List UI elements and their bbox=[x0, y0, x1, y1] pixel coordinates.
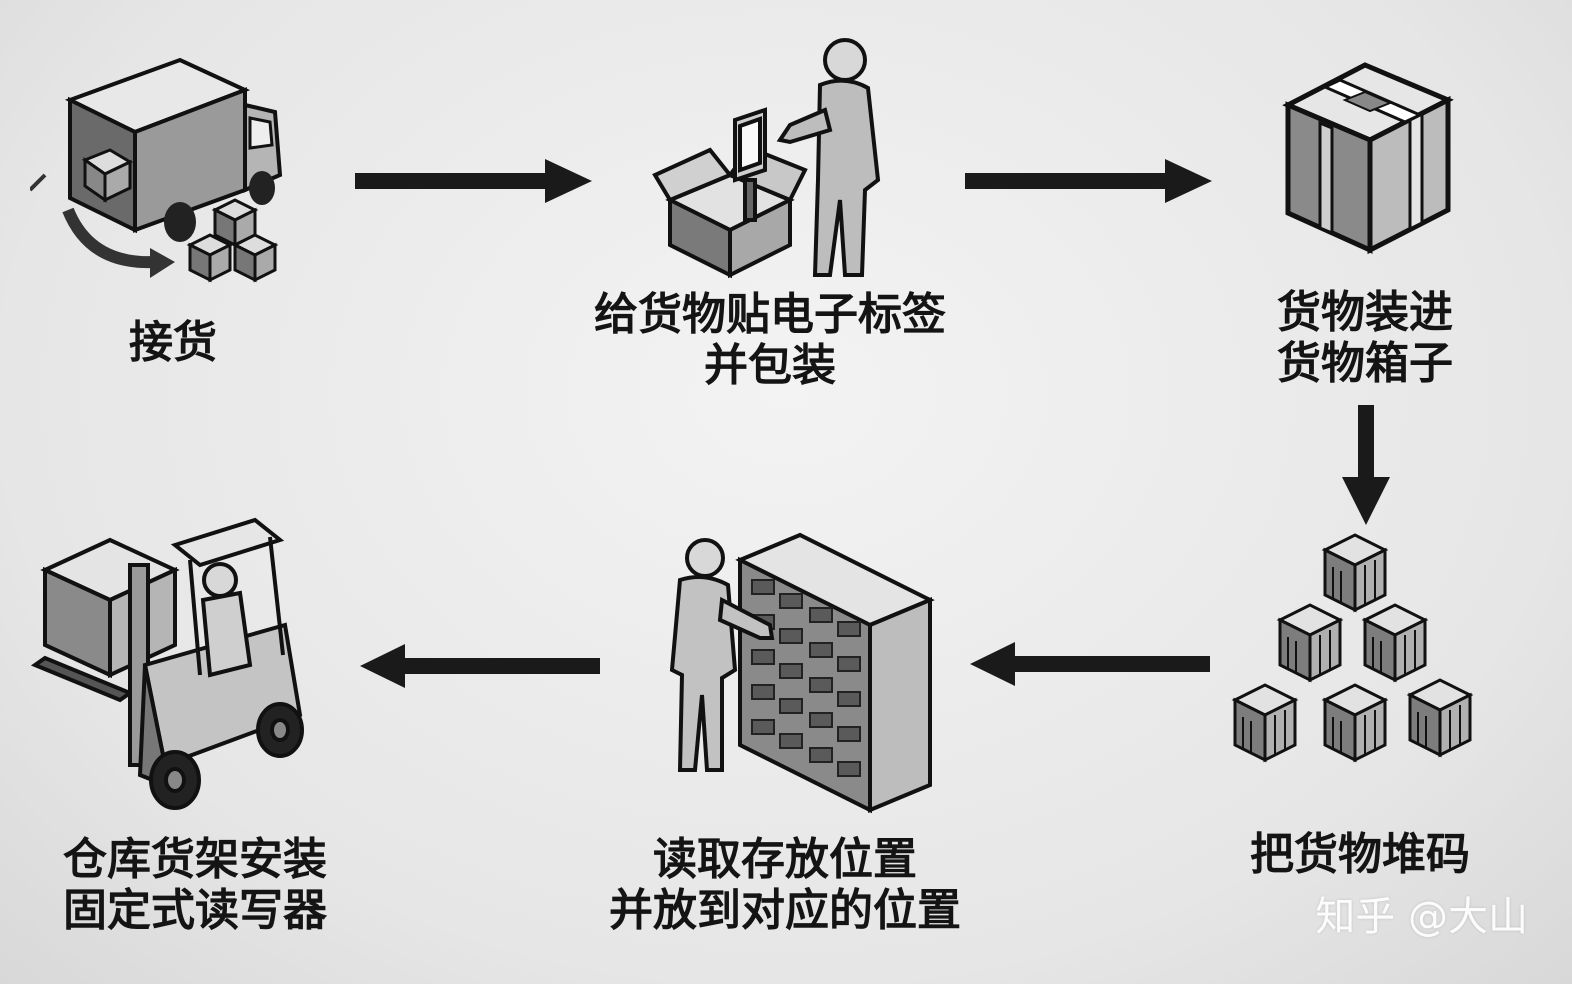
arrow-right-1 bbox=[355, 159, 592, 203]
step-install bbox=[25, 515, 315, 815]
step-tag-label: 给货物贴电子标签 并包装 bbox=[594, 289, 946, 391]
step-read bbox=[660, 530, 940, 820]
step-box-label: 货物装进 货物箱子 bbox=[1277, 287, 1453, 389]
forklift-icon bbox=[30, 517, 304, 810]
step-read-label: 读取存放位置 并放到对应的位置 bbox=[609, 834, 961, 936]
arrow-down bbox=[1342, 405, 1390, 525]
stacked-boxes-icon bbox=[1233, 533, 1472, 762]
step-stack-label: 把货物堆码 bbox=[1250, 829, 1470, 880]
arrow-left-2 bbox=[360, 644, 600, 688]
step-tag bbox=[640, 30, 900, 290]
step-box bbox=[1270, 45, 1470, 265]
step-install-label: 仓库货架安装 固定式读写器 bbox=[63, 834, 327, 936]
person-at-shelf-icon bbox=[669, 532, 935, 814]
arrow-right-2 bbox=[965, 159, 1212, 203]
watermark: 知乎 @大山 bbox=[1315, 894, 1528, 940]
arrow-left-1 bbox=[970, 642, 1210, 686]
step-receive bbox=[30, 40, 290, 300]
delivery-truck-icon bbox=[30, 57, 283, 283]
step-receive-label: 接货 bbox=[129, 317, 217, 368]
person-tagging-box-icon bbox=[652, 38, 881, 279]
cargo-box-icon bbox=[1282, 62, 1454, 255]
step-stack bbox=[1225, 530, 1495, 790]
